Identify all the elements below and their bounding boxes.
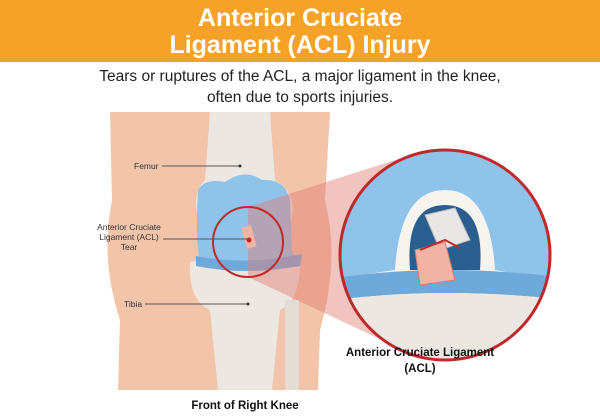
tibia-bone [189,256,300,390]
subtitle-line-2: often due to sports injuries. [206,89,394,106]
femur-label: Femur [134,161,159,171]
subtitle: Tears or ruptures of the ACL, a major li… [0,66,600,108]
view-caption: Front of Right Knee [191,400,299,412]
acl-tear-label-line-3: Tear [120,242,138,252]
acl-tear-label-line-1: Anterior Cruciate [97,222,161,232]
tibia-label: Tibia [124,299,143,309]
acl-highlight-circle [212,206,284,278]
acl-small [241,225,257,249]
acl-caption-line-1: Anterior Cruciate Ligament [345,347,495,359]
tibia-dot [246,302,250,306]
title-line-2: Ligament (ACL) Injury [169,31,431,59]
acl-caption: Anterior Cruciate Ligament (ACL) [330,345,510,377]
acl-detail-circle [338,148,552,362]
acl-caption-line-2: (ACL) [404,363,436,375]
title-line-1: Anterior Cruciate [197,4,403,32]
acl-tear-label-line-2: Ligament (ACL) [99,232,159,242]
subtitle-line-1: Tears or ruptures of the ACL, a major li… [99,68,501,85]
acl-tear-label: Anterior Cruciate Ligament (ACL) Tear [94,222,164,252]
title-banner: Anterior Cruciate Ligament (ACL) Injury [0,0,600,62]
fibula-bone [285,300,299,390]
femur-cartilage [196,174,300,262]
tear-point [246,237,252,243]
femur-dot [238,164,242,168]
